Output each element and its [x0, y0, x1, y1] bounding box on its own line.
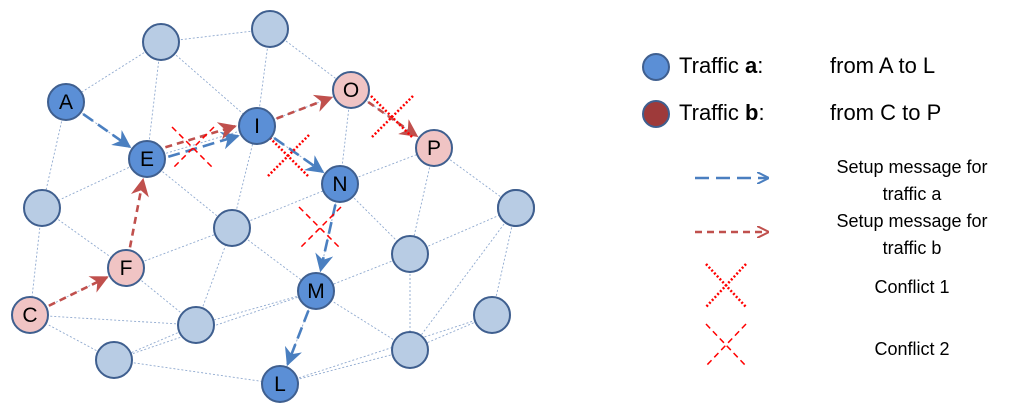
setup-message-b-E-I [165, 122, 237, 149]
node-label: P [427, 137, 441, 160]
node-label: M [307, 280, 325, 303]
node-label: F [120, 257, 133, 280]
conflict-2-marker [171, 126, 215, 170]
setup-message-a-E-I [167, 131, 240, 159]
network-link [113, 359, 281, 385]
network-link [113, 324, 197, 361]
node-n10 [473, 296, 511, 334]
conflicts-layer [171, 95, 414, 250]
node-n7 [391, 235, 429, 273]
node-C: C [11, 296, 49, 334]
node-F: F [107, 249, 145, 287]
legend-traffic-b-dot [642, 100, 670, 128]
network-link [195, 290, 317, 326]
setup-message-a-I-N [273, 136, 325, 174]
node-label: N [332, 173, 347, 196]
node-label: C [22, 304, 37, 327]
network-link [29, 314, 197, 326]
network-link [125, 267, 197, 326]
setup-message-b-I-O [276, 94, 334, 120]
node-n3 [23, 189, 61, 227]
conflict-1-marker [370, 95, 414, 139]
node-M: M [297, 272, 335, 310]
network-link [41, 158, 148, 209]
node-P: P [415, 129, 453, 167]
node-n4 [213, 209, 251, 247]
setup-message-b-F-E [128, 177, 149, 248]
network-link [409, 314, 493, 351]
network-link [409, 207, 517, 255]
network-link [113, 290, 317, 361]
network-link [146, 125, 258, 160]
node-label: O [343, 79, 359, 102]
node-L: L [261, 365, 299, 403]
setup-message-b-C-F [48, 276, 109, 307]
setup-message-a-A-E [82, 113, 132, 148]
node-n1 [142, 23, 180, 61]
setup-message-a-M-L [285, 310, 310, 367]
node-I: I [238, 107, 276, 145]
node-n2 [251, 10, 289, 48]
network-link [409, 207, 517, 351]
setup-messages-layer [48, 94, 419, 367]
network-link [125, 227, 233, 269]
legend-conflict-2-icon [705, 323, 747, 367]
network-link [231, 183, 341, 229]
links-layer [29, 28, 517, 385]
legend-conflict-1-icon [705, 263, 747, 308]
node-N: N [321, 165, 359, 203]
node-E: E [128, 140, 166, 178]
node-label: L [274, 373, 286, 396]
node-A: A [47, 83, 85, 121]
network-link [279, 349, 411, 385]
setup-message-b-O-P [367, 100, 419, 138]
conflict-1-marker [266, 134, 310, 178]
node-n6 [95, 341, 133, 379]
legend-traffic-a-dot [642, 53, 670, 81]
network-link [279, 314, 493, 385]
node-label: E [140, 148, 154, 171]
node-n5 [177, 306, 215, 344]
node-n9 [391, 331, 429, 369]
node-label: A [59, 91, 73, 114]
node-n11 [497, 189, 535, 227]
legend-graphics [642, 53, 768, 367]
network-link [160, 41, 258, 127]
nodes-layer: A E I N M L C F O P [11, 10, 535, 403]
node-label: I [254, 115, 260, 138]
node-O: O [332, 71, 370, 109]
